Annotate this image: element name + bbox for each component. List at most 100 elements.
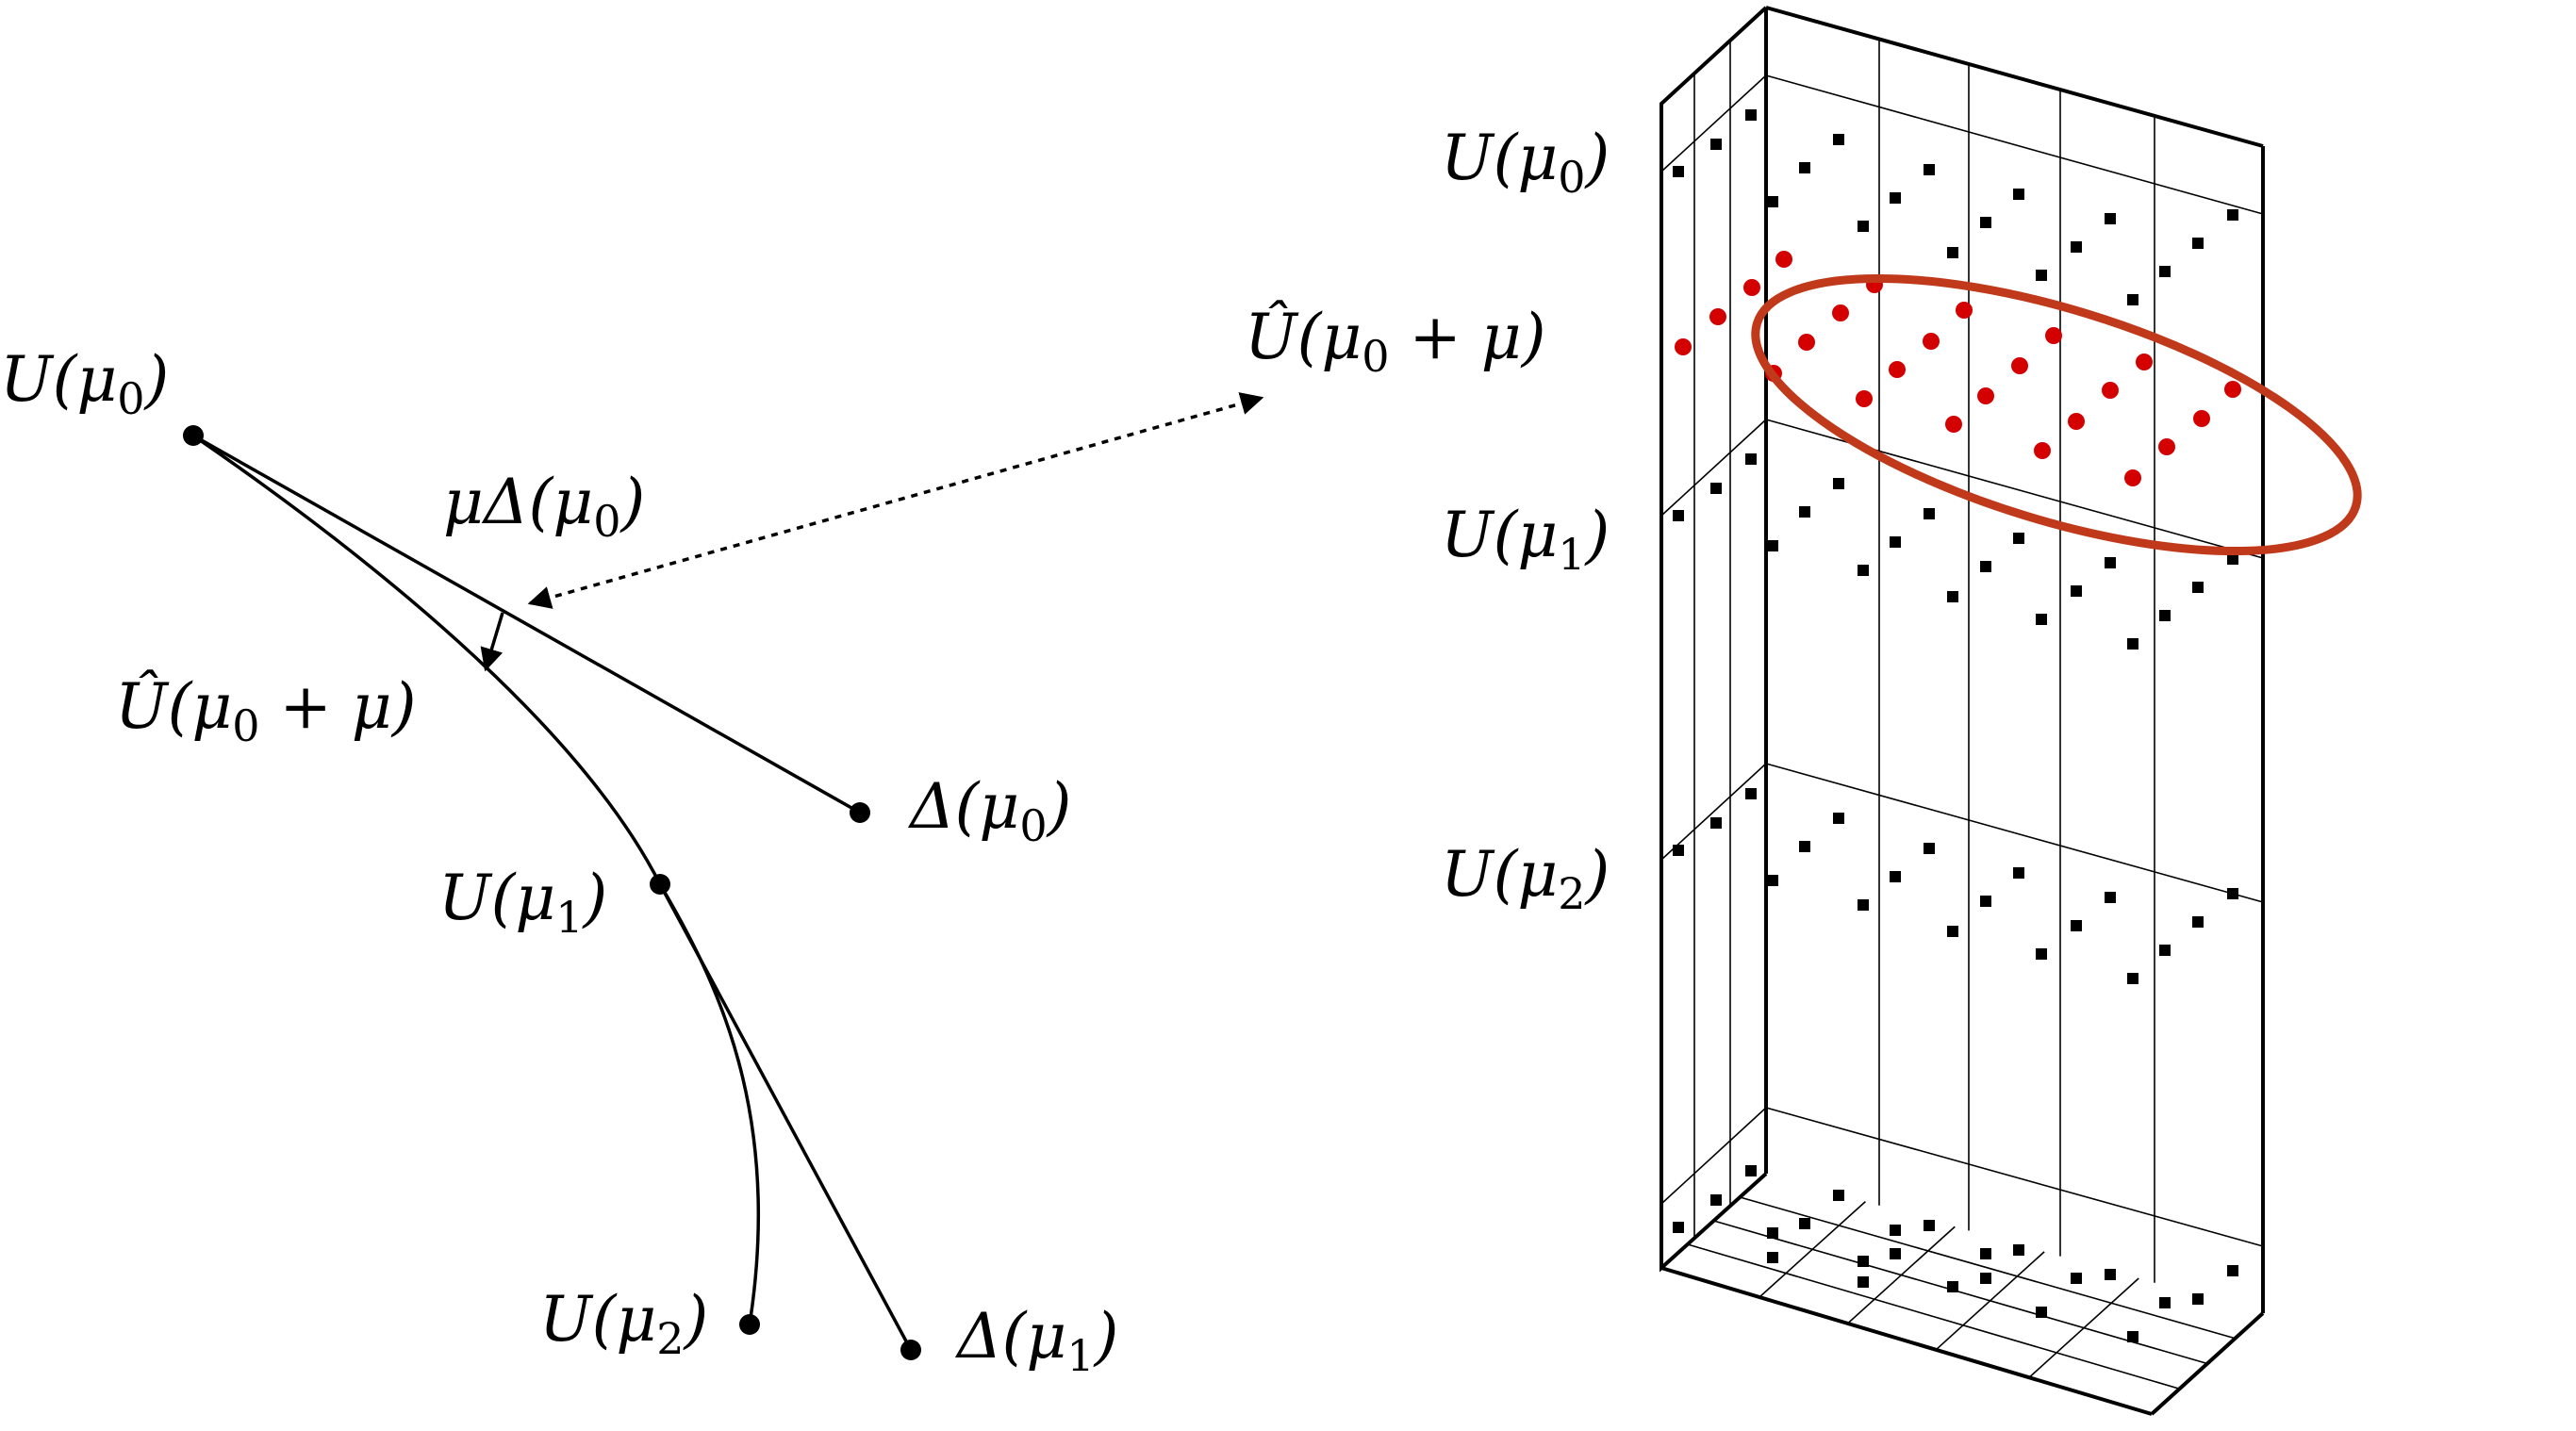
tangent-line-mu0	[192, 434, 861, 814]
interpolated-entry	[1889, 361, 1906, 378]
interpolated-entry	[2158, 438, 2175, 455]
snapshot-tensor: U(μ0) Û(μ0 + μ) U(μ1) U(μ2)	[1245, 6, 2362, 1416]
snapshot-entry	[1858, 221, 1869, 232]
interpolated-entry	[2068, 413, 2085, 430]
point-u-mu1	[650, 874, 670, 895]
snapshot-entry	[1799, 841, 1810, 852]
tensor-label-u-mu1: U(μ1)	[1441, 499, 1610, 580]
bottom-grid-line	[1740, 1196, 2236, 1340]
snapshot-entry	[1980, 1248, 1991, 1259]
snapshot-entry	[1924, 843, 1935, 854]
interpolated-entry	[1832, 304, 1849, 321]
snapshot-entry	[2071, 920, 2082, 931]
label-u-mu0: U(μ0)	[0, 343, 169, 424]
point-delta-mu1	[900, 1340, 921, 1360]
snapshot-entry	[2105, 213, 2116, 224]
snapshot-entry	[1858, 899, 1869, 911]
interpolated-entry	[2102, 382, 2119, 399]
snapshot-entry	[1673, 166, 1684, 177]
snapshot-entry	[1947, 591, 1958, 602]
tensor-label-u-mu2: U(μ2)	[1441, 838, 1610, 919]
snapshot-entry	[2013, 533, 2024, 544]
interpolated-entry	[2045, 327, 2062, 344]
label-uhat-mu0-plus-mu: Û(μ0 + μ)	[115, 670, 416, 751]
interpolated-entry	[2034, 442, 2051, 459]
side-grid-hline	[1660, 1107, 1767, 1205]
interpolated-entry	[2011, 357, 2028, 374]
interpolated-entry	[2193, 410, 2210, 427]
snapshot-entry	[2071, 241, 2082, 253]
snapshot-entry	[2071, 585, 2082, 597]
snapshot-entry	[2159, 1297, 2171, 1308]
snapshot-entry	[1745, 109, 1757, 121]
snapshot-entry	[2227, 1265, 2238, 1276]
point-u-mu0	[183, 425, 204, 446]
snapshot-entry	[1799, 506, 1810, 518]
snapshot-entry	[2227, 209, 2238, 221]
manifold-sketch: U(μ0) μΔ(μ0) Û(μ0 + μ) Δ(μ0) U(μ1) U(μ2)…	[0, 343, 1264, 1381]
snapshot-entry	[2127, 973, 2138, 984]
snapshot-entry	[1980, 1273, 1991, 1284]
point-u-mu2	[739, 1314, 760, 1335]
snapshot-entry	[1767, 1227, 1778, 1239]
snapshot-entry	[1767, 875, 1778, 886]
bottom-face-grid	[1687, 1196, 2236, 1390]
snapshot-entry	[1767, 540, 1778, 551]
snapshot-entry	[1924, 1220, 1935, 1231]
side-grid-hline	[1660, 74, 1767, 173]
snapshot-entry	[2192, 1293, 2204, 1305]
snapshot-entry	[2105, 1269, 2116, 1280]
bottom-grid-line	[1935, 1251, 2045, 1351]
snapshot-entry	[1890, 1225, 1901, 1236]
label-delta-mu1: Δ(μ1)	[954, 1300, 1118, 1381]
tangent-line-mu1	[658, 883, 913, 1351]
interpolated-entry	[1775, 251, 1792, 268]
interpolated-entry	[2224, 381, 2241, 398]
snapshot-entry	[1947, 247, 1958, 258]
snapshot-entry	[1924, 164, 1935, 175]
interpolated-entry	[1675, 338, 1692, 355]
label-delta-mu0: Δ(μ0)	[907, 770, 1071, 851]
interpolated-entry	[1977, 387, 1994, 404]
interpolated-entry	[1945, 416, 1962, 433]
snapshot-entry	[1890, 871, 1901, 882]
left-side-frame	[1660, 6, 1768, 1273]
snapshot-entry	[2159, 945, 2171, 956]
side-grid-hline	[1660, 419, 1767, 517]
solution-manifold-curve	[192, 434, 761, 1325]
bottom-grid-line	[1713, 1220, 2208, 1365]
snapshot-entry	[1833, 478, 1844, 489]
snapshot-entry	[2159, 610, 2171, 621]
front-bottom-edge	[1660, 1266, 2153, 1416]
bottom-grid-line	[1847, 1225, 1956, 1324]
snapshot-entry	[2159, 266, 2171, 277]
snapshot-entry	[1924, 508, 1935, 519]
snapshot-entry	[1890, 192, 1901, 204]
snapshot-entry	[1710, 817, 1722, 829]
interpolated-entry	[1798, 334, 1815, 351]
snapshot-entry	[1673, 845, 1684, 856]
back-grid-hline	[1765, 1107, 2264, 1247]
snapshot-entries	[1673, 109, 2238, 1342]
snapshot-entry	[2227, 553, 2238, 565]
snapshot-entry	[2013, 1244, 2024, 1256]
snapshot-entry	[2127, 638, 2138, 650]
label-u-mu2: U(μ2)	[539, 1283, 708, 1364]
interpolated-entry	[2136, 354, 2153, 370]
snapshot-entry	[1980, 217, 1991, 228]
label-u-mu1: U(μ1)	[438, 862, 607, 943]
side-panel-grid	[1660, 40, 1767, 1239]
snapshot-entry	[2036, 614, 2047, 625]
snapshot-entry	[2227, 888, 2238, 899]
snapshot-entry	[2105, 557, 2116, 568]
tensor-label-u-mu0: U(μ0)	[1441, 122, 1610, 203]
interpolated-entry	[1743, 279, 1760, 296]
back-panel-grid	[1765, 39, 2264, 1283]
snapshot-entry	[1710, 139, 1722, 150]
interpolated-entry	[1956, 302, 1973, 319]
snapshot-entry	[1890, 536, 1901, 548]
snapshot-entry	[2105, 892, 2116, 903]
snapshot-entry	[1833, 813, 1844, 824]
back-grid-hline	[1765, 74, 2264, 215]
